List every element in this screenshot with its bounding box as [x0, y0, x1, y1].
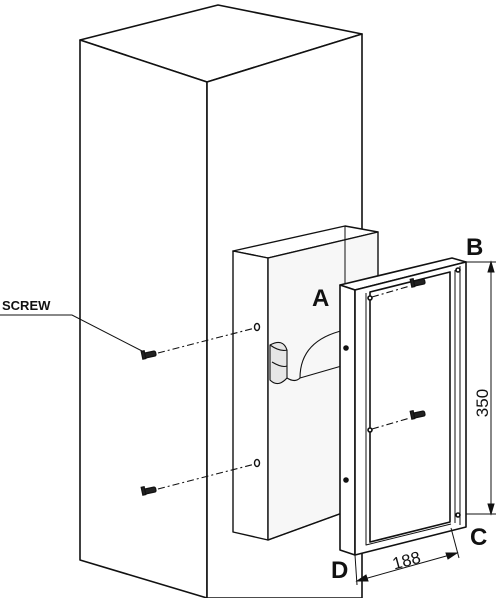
- screw-left-lower: [140, 485, 157, 496]
- frame-inner-opening: [369, 271, 451, 543]
- wall-left-face: [79, 39, 208, 598]
- screw-left-upper: [140, 349, 157, 360]
- width-dimension-label: 188: [390, 548, 422, 574]
- recessed-box-rear-edge: [267, 511, 346, 541]
- frame-hole-a: [343, 345, 349, 351]
- width-dimension: [354, 527, 460, 586]
- screw-frame-upper: [409, 277, 426, 288]
- corner-label-b: B: [466, 234, 483, 261]
- alignment-line-lower-left: [157, 463, 256, 490]
- frame-hole-d: [367, 427, 373, 433]
- screw-frame-lower: [409, 409, 426, 420]
- height-dimension-label: 350: [473, 389, 492, 417]
- alignment-line-upper-left: [157, 327, 256, 354]
- corner-label-d: D: [331, 557, 348, 584]
- alignment-lines: [157, 285, 411, 490]
- recessed-box-side: [232, 250, 269, 541]
- alignment-line-upper-right: [371, 285, 411, 298]
- box-mount-hole-lower: [253, 458, 261, 468]
- dispenser-unit: [269, 329, 346, 385]
- corner-label-a: A: [312, 285, 329, 312]
- height-dimension: [466, 260, 496, 516]
- frame-inner-bevel: [365, 293, 452, 546]
- frame-hole-c: [367, 295, 373, 301]
- frame-hole-b: [343, 477, 349, 483]
- frame-hole-f: [455, 512, 461, 518]
- alignment-line-lower-right: [371, 417, 411, 430]
- frame-left-edge: [339, 284, 356, 556]
- screw-leader-line: [0, 314, 145, 353]
- screws: [140, 277, 426, 496]
- corner-label-c: C: [470, 524, 487, 551]
- screw-label: SCREW: [2, 298, 51, 313]
- box-mount-hole-upper: [253, 322, 261, 332]
- front-frame: [339, 257, 467, 556]
- frame-hole-e: [455, 267, 461, 273]
